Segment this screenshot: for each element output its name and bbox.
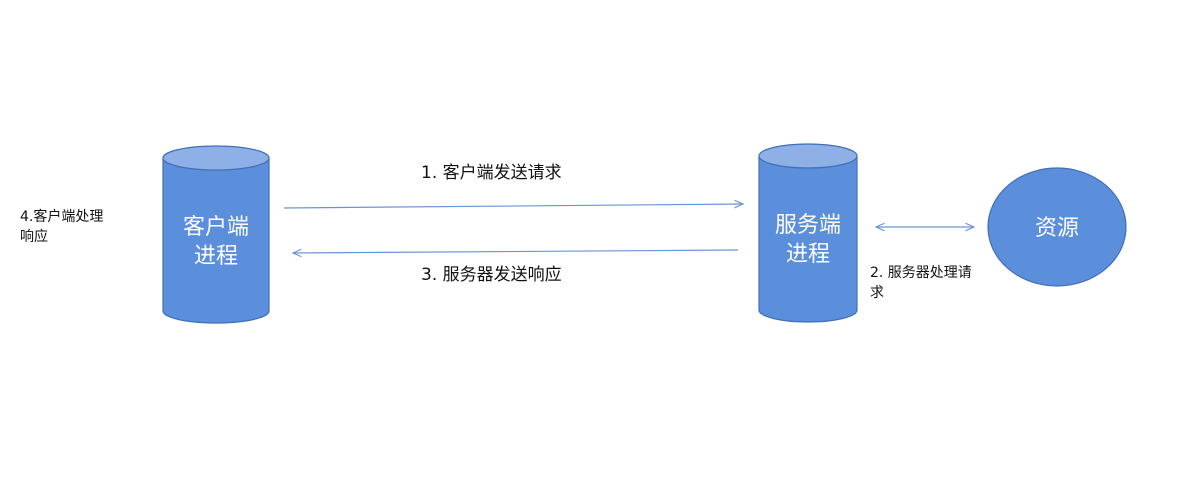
step1-label: 1. 客户端发送请求 bbox=[421, 163, 562, 183]
step2-label-line2: 求 bbox=[870, 285, 884, 301]
client-cylinder-top bbox=[162, 145, 270, 171]
server-cylinder-body bbox=[758, 155, 858, 323]
server-process-label-line2: 进程 bbox=[786, 242, 830, 267]
server-process-cylinder: 服务端 进程 bbox=[758, 143, 858, 323]
client-process-cylinder: 客户端 进程 bbox=[162, 145, 270, 324]
response-arrow bbox=[293, 250, 739, 253]
step4-label-line2: 响应 bbox=[20, 228, 48, 245]
resource-ellipse bbox=[987, 167, 1127, 287]
client-process-label-line1: 客户端 bbox=[183, 215, 249, 240]
step3-label: 3. 服务器发送响应 bbox=[421, 265, 562, 285]
resource-node: 资源 bbox=[987, 167, 1127, 287]
resource-label: 资源 bbox=[1035, 216, 1079, 241]
server-cylinder-top bbox=[758, 143, 858, 169]
step2-label-line1: 2. 服务器处理请 bbox=[870, 265, 972, 281]
request-arrow bbox=[283, 204, 743, 209]
client-process-label-line2: 进程 bbox=[194, 244, 238, 269]
client-cylinder-body bbox=[162, 157, 270, 324]
step4-label-line1: 4.客户端处理 bbox=[20, 208, 103, 225]
server-process-label-line1: 服务端 bbox=[775, 213, 841, 238]
